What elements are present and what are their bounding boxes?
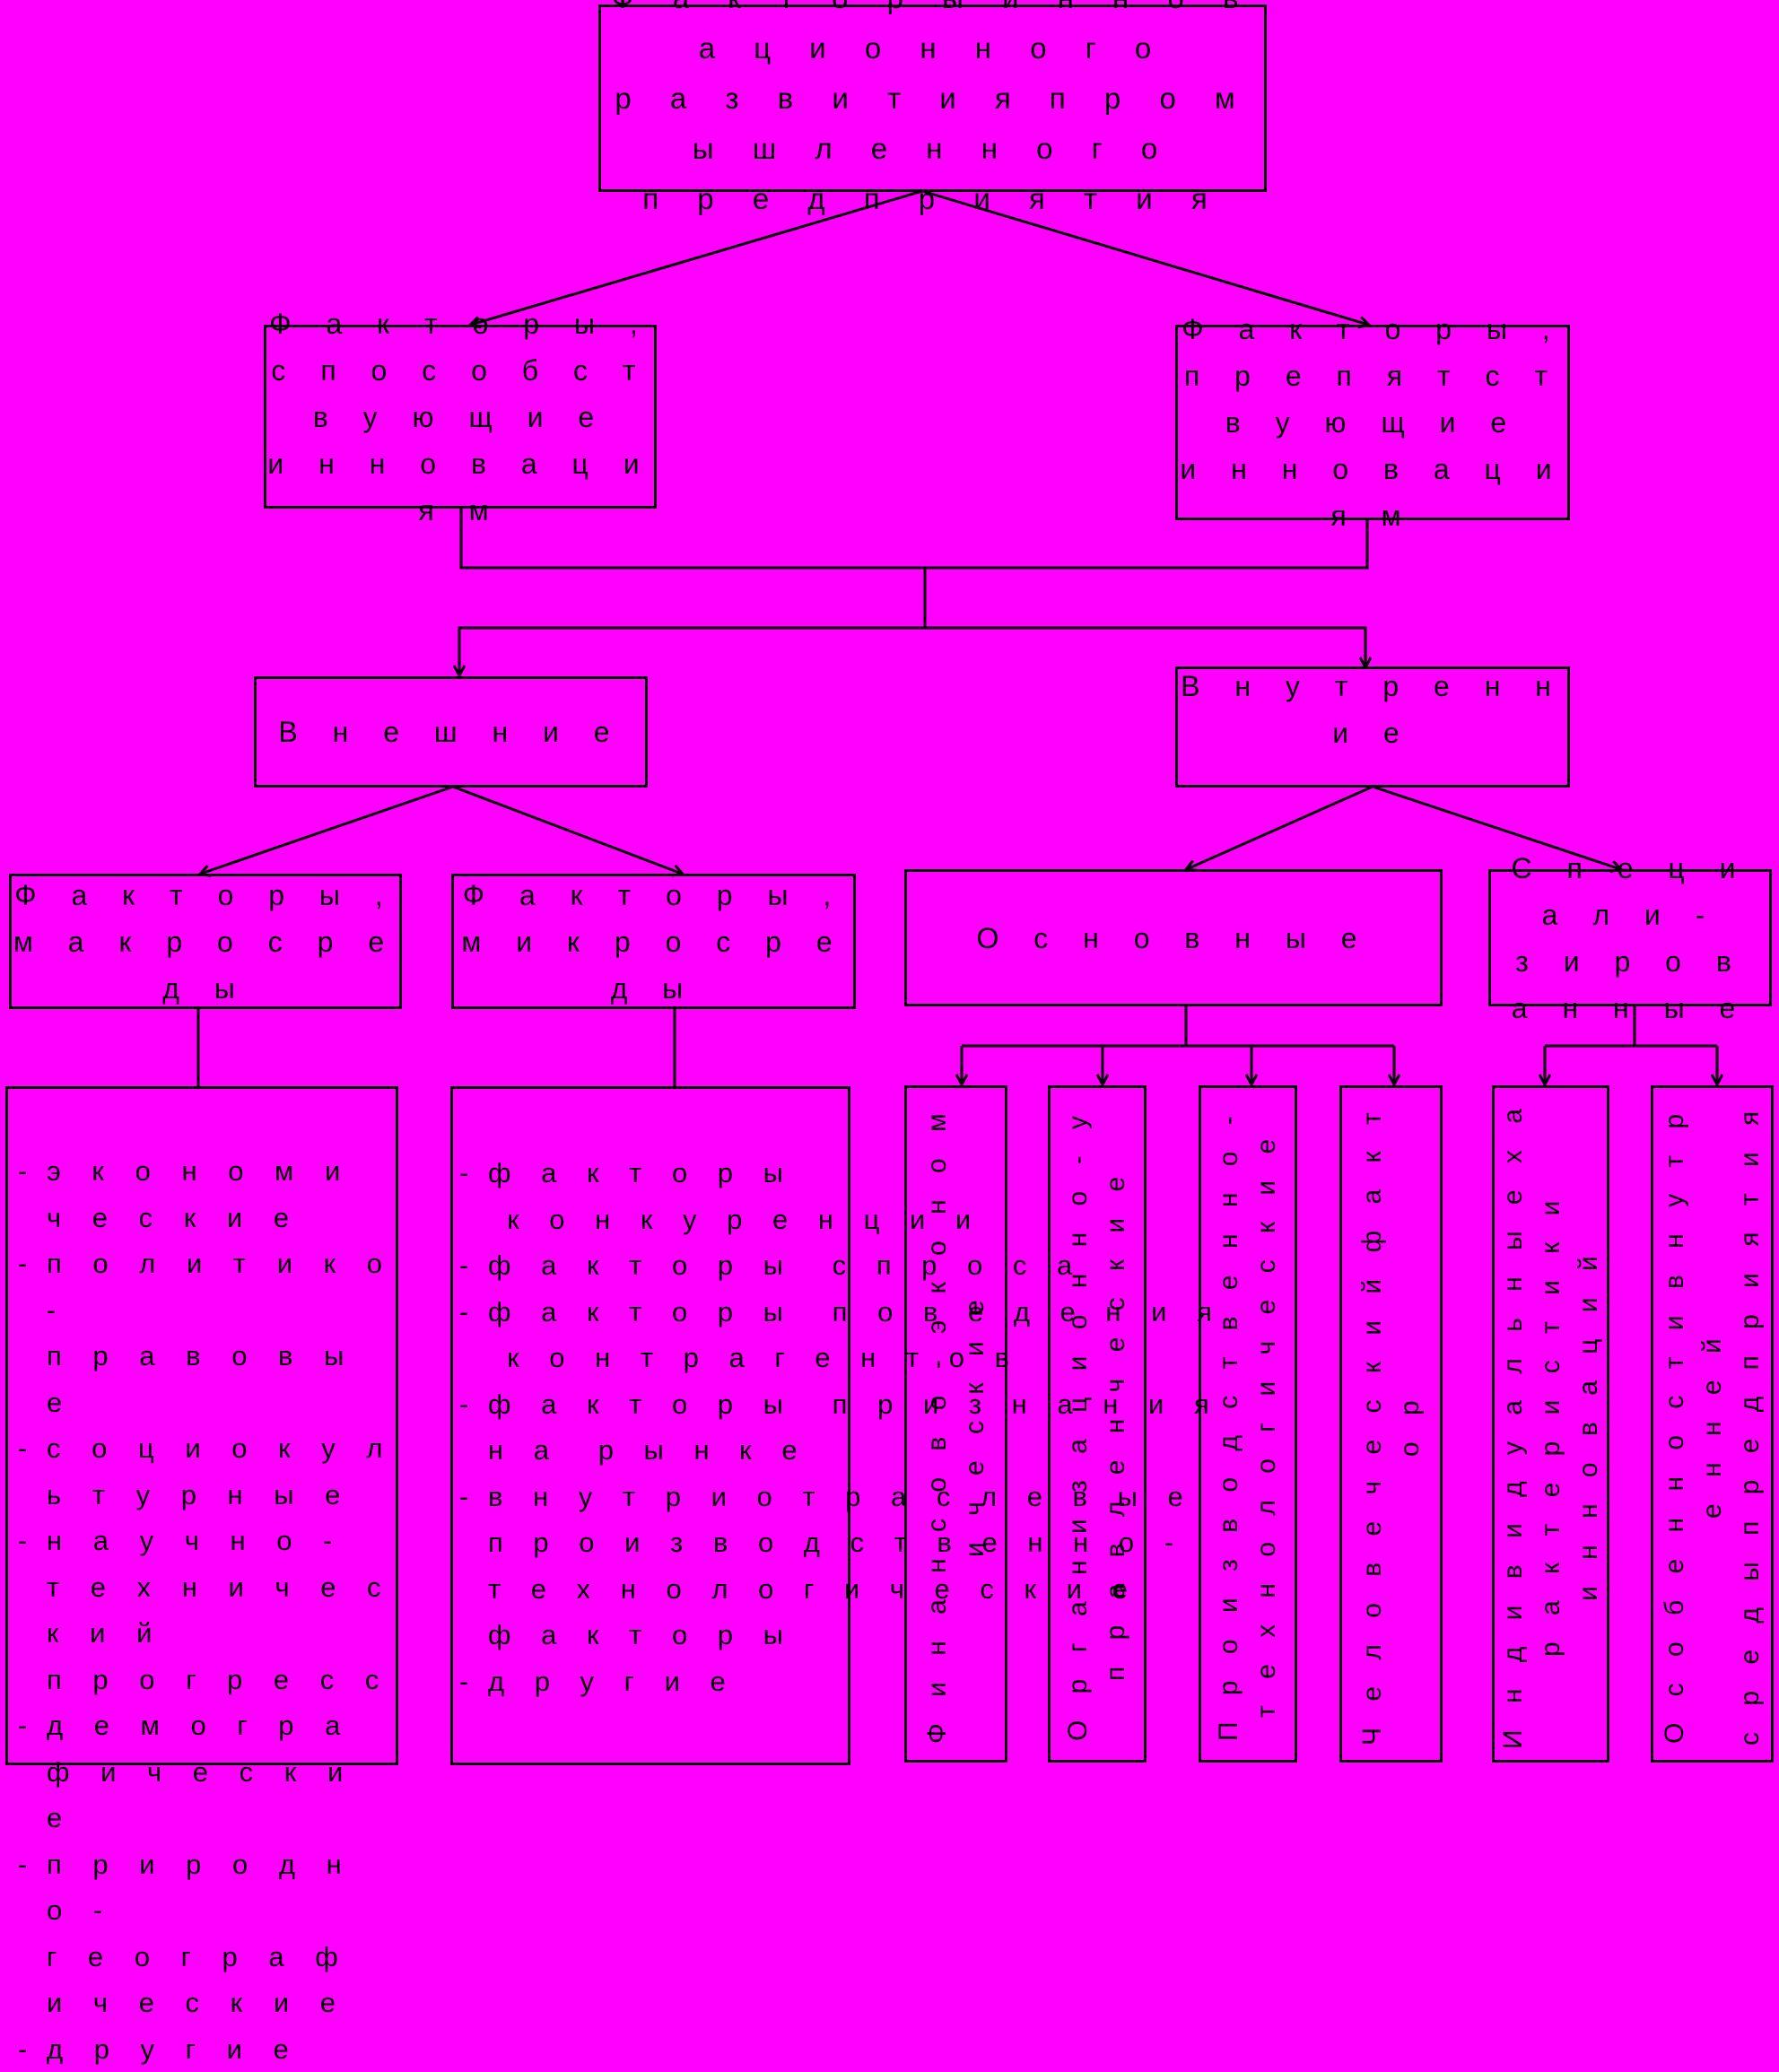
individual-characteristics-label: И н д и в и д у а л ь н ы е х а р а к т …: [1495, 1088, 1608, 1760]
list-item: п р и р о д н о - г е о г р а ф и ч е с …: [18, 1841, 395, 2026]
micro-factors-label: Ф а к т о р ы , м и к р о с р е д ы: [454, 872, 853, 1012]
macro-factors-box: Ф а к т о р ы , м а к р о с р е д ы: [9, 874, 402, 1009]
micro-factors-list: ф а к т о р ы к о н к у р е н ц и и ф а …: [459, 1150, 849, 1704]
list-item: с о ц и о к у л ь т у р н ы е: [18, 1425, 395, 1518]
arrow-internal-to-basic: [1187, 787, 1373, 869]
production-technological-box: П р о и з в о д с т в е н н о - т е х н …: [1199, 1085, 1297, 1763]
external-box: В н е ш н и е: [254, 676, 648, 788]
internal-box: В н у т р е н н и е: [1175, 666, 1570, 788]
organizational-managerial-box: О р г а н и з а ц и о н н о - у п р а в …: [1048, 1085, 1147, 1763]
split-line: [459, 628, 1365, 641]
root-box: Ф а к т о р ы и н н о в а ц и о н н о г …: [598, 4, 1267, 192]
list-item: д е м о г р а ф и ч е с к и е: [18, 1702, 395, 1841]
basic-label: О с н о в н ы е: [976, 915, 1370, 962]
financial-economic-label: Ф и н а н с о в о - э к о н о м и ч е с …: [919, 1088, 994, 1760]
human-factor-box: Ч е л о в е ч е с к и й ф а к т о р: [1339, 1085, 1443, 1763]
list-item: н а у ч н о - т е х н и ч е с к и й п р …: [18, 1518, 395, 1702]
internal-environment-label: О с о б е н н о с т и в н у т р е н н е …: [1656, 1088, 1769, 1760]
individual-characteristics-box: И н д и в и д у а л ь н ы е х а р а к т …: [1492, 1085, 1609, 1763]
external-label: В н е ш н и е: [278, 709, 623, 755]
hindering-factors-label: Ф а к т о р ы , п р е п я т с т в у ю щ …: [1178, 306, 1567, 539]
production-technological-label: П р о и з в о д с т в е н н о - т е х н …: [1210, 1088, 1286, 1760]
list-item: э к о н о м и ч е с к и е: [18, 1148, 395, 1241]
list-item: в н у т р и о т р а с л е в ы е п р о и …: [459, 1474, 849, 1658]
internal-label: В н у т р е н н и е: [1178, 663, 1567, 756]
financial-economic-box: Ф и н а н с о в о - э к о н о м и ч е с …: [904, 1085, 1007, 1763]
arrow-external-to-macro: [201, 787, 453, 874]
basic-box: О с н о в н ы е: [904, 869, 1443, 1006]
list-item: п о л и т и к о - п р а в о в ы е: [18, 1241, 395, 1425]
internal-environment-box: О с о б е н н о с т и в н у т р е н н е …: [1651, 1085, 1774, 1763]
specialized-label: С п е ц и а л и - з и р о в а н н ы е: [1491, 845, 1769, 1032]
specialized-box: С п е ц и а л и - з и р о в а н н ы е: [1488, 869, 1772, 1006]
micro-factors-box: Ф а к т о р ы , м и к р о с р е д ы: [451, 874, 856, 1009]
list-item: д р у г и е: [18, 2026, 395, 2072]
list-item: ф а к т о р ы п р и з н а н и я н а р ы …: [459, 1381, 849, 1474]
list-item: ф а к т о р ы с п р о с а: [459, 1242, 849, 1289]
list-item: ф а к т о р ы к о н к у р е н ц и и: [459, 1150, 849, 1242]
list-item: ф а к т о р ы п о в е д е н и я к о н т …: [459, 1289, 849, 1381]
organizational-managerial-label: О р г а н и з а ц и о н н о - у п р а в …: [1060, 1088, 1135, 1760]
promoting-factors-box: Ф а к т о р ы , с п о с о б с т в у ю щ …: [264, 325, 657, 509]
hindering-factors-box: Ф а к т о р ы , п р е п я т с т в у ю щ …: [1175, 325, 1570, 520]
macro-factors-list: э к о н о м и ч е с к и е п о л и т и к …: [18, 1148, 395, 2072]
list-item: д р у г и е: [459, 1658, 849, 1705]
human-factor-label: Ч е л о в е ч е с к и й ф а к т о р: [1354, 1088, 1429, 1760]
promoting-factors-label: Ф а к т о р ы , с п о с о б с т в у ю щ …: [266, 300, 654, 534]
arrow-external-to-micro: [453, 787, 682, 874]
root-title: Ф а к т о р ы и н н о в а ц и о н н о г …: [601, 0, 1264, 224]
macro-factors-label: Ф а к т о р ы , м а к р о с р е д ы: [12, 872, 399, 1012]
